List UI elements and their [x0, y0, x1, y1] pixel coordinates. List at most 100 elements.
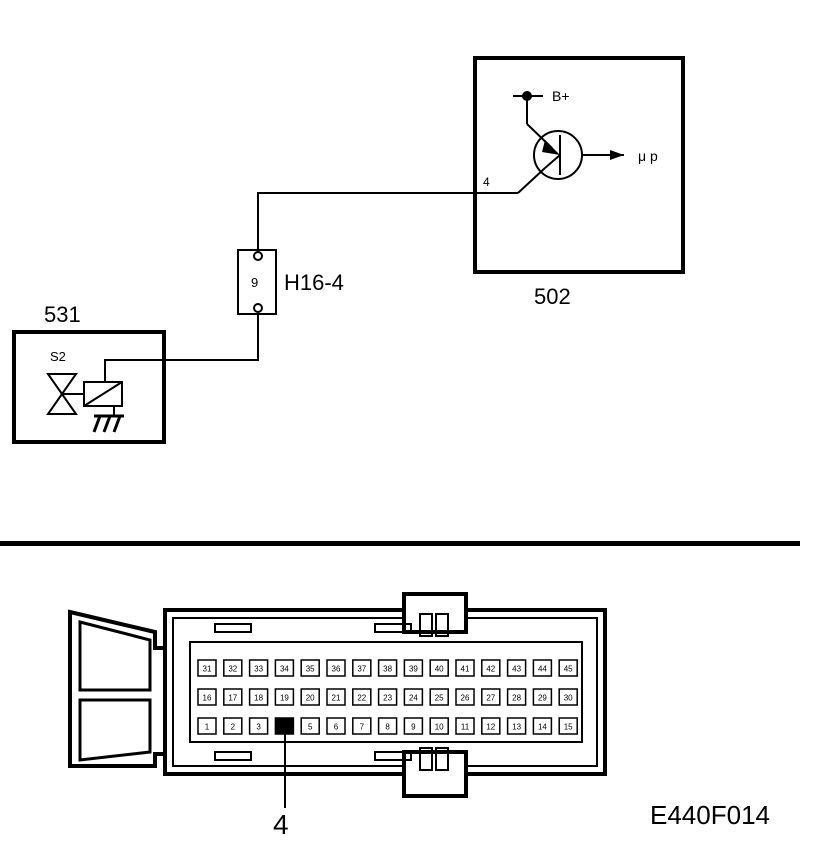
connector-pin-label: 6: [334, 723, 339, 732]
connector-pin-label: 2: [231, 723, 236, 732]
connector-pin-label: 18: [254, 694, 263, 703]
connector-pin-label: 5: [308, 723, 313, 732]
ecu-502: B+ μ p 4 502: [473, 56, 685, 309]
connector-pin: [197, 688, 217, 706]
solenoid-unit-id: 531: [44, 302, 81, 327]
connector-pin: [326, 688, 346, 706]
connector-block-id: H16-4: [284, 270, 344, 295]
connector-pin-label: 35: [306, 665, 315, 674]
connector-pin: [481, 659, 501, 677]
connector-pin-label: 23: [383, 694, 392, 703]
connector-pin-label: 32: [228, 665, 237, 674]
connector-pin-label: 11: [461, 723, 470, 732]
connector-pin: [300, 688, 320, 706]
connector-pin: [403, 688, 424, 706]
ground-icon: [92, 414, 124, 433]
connector-pin: [558, 659, 578, 677]
ecu-id-label: 502: [534, 284, 571, 309]
connector-pin-label: 33: [254, 665, 263, 674]
connector-pin-label: 39: [409, 665, 418, 674]
connector-pin-label: 34: [280, 665, 289, 674]
connector-pin: [352, 659, 372, 677]
connector-pin: [506, 688, 527, 706]
connector-pin: [352, 717, 372, 735]
connector-pin-label: 13: [512, 723, 521, 732]
connector-pin: [377, 717, 398, 735]
connector-pin: [429, 688, 449, 706]
connector-pin-label: 25: [435, 694, 444, 703]
pin-callout-label: 4: [273, 809, 289, 840]
connector-pin-label: 3: [256, 723, 261, 732]
connector-pin-label: 37: [357, 665, 366, 674]
connector-pin: [352, 688, 372, 706]
connector-pin: [506, 659, 527, 677]
connector-pin-label: 16: [203, 694, 212, 703]
supply-label: B+: [552, 88, 570, 104]
connector-pin: [197, 659, 217, 677]
connector-pin: [429, 717, 449, 735]
connector-pin: [274, 688, 295, 706]
connector-pin: [481, 688, 501, 706]
connector-pin: [197, 717, 217, 735]
connector-block-h16-4: 9 H16-4: [237, 249, 344, 315]
solenoid-unit-531: 531 S2: [12, 302, 166, 444]
connector-pin-label: 24: [409, 694, 418, 703]
connector-pin-label: 1: [205, 723, 210, 732]
connector-pin-label: 44: [538, 665, 547, 674]
connector-pin-label: 38: [383, 665, 392, 674]
connector-pin: [532, 717, 553, 735]
connector-pin: [326, 717, 346, 735]
connector-pin: [326, 659, 346, 677]
connector-pin: [455, 688, 475, 706]
connector-block-pin: 9: [251, 275, 258, 290]
connector-pin: [223, 688, 243, 706]
connector-pin: [377, 688, 398, 706]
connector-pin: [223, 717, 243, 735]
connector-pin-label: 43: [512, 665, 521, 674]
connector-pin-label: 9: [411, 723, 416, 732]
connector-pin-label: 7: [360, 723, 365, 732]
coil-icon: [83, 381, 123, 407]
connector-pin-label: 28: [512, 694, 521, 703]
connector-pin: [481, 717, 501, 735]
connector-pin: [455, 659, 475, 677]
connector-pin-label: 15: [564, 723, 573, 732]
connector-pin: [248, 717, 269, 735]
connector-pin: [455, 717, 475, 735]
connector-pin: [300, 659, 320, 677]
connector-pin-label: 22: [357, 694, 366, 703]
connector-pin-label: 26: [461, 694, 470, 703]
connector-pin: [223, 659, 243, 677]
connector-pin: [274, 659, 295, 677]
connector-pin-label: 8: [385, 723, 390, 732]
connector-pin: [558, 717, 578, 735]
section-divider: [0, 541, 800, 546]
connector-pin-label: 20: [306, 694, 315, 703]
ecu-pin-label: 4: [483, 175, 490, 189]
connector-pin-label: 42: [486, 665, 495, 674]
connector-pin: [248, 659, 269, 677]
connector-pin-label: 40: [435, 665, 444, 674]
connector-pin-label: 36: [332, 665, 341, 674]
connector-pin-label: 45: [564, 665, 573, 674]
connector-pin: [506, 717, 527, 735]
connector-pin: [532, 659, 553, 677]
figure-code: E440F014: [650, 800, 770, 830]
connector-pin: [248, 688, 269, 706]
connector-pin-label: 19: [280, 694, 289, 703]
connector-pin-label: 41: [461, 665, 470, 674]
wire-connector-to-solenoid: [104, 314, 259, 382]
connector-pin-label: 31: [203, 665, 212, 674]
connector-pin: [377, 659, 398, 677]
valve-label: S2: [50, 349, 66, 364]
connector-pin-label: 12: [486, 723, 495, 732]
connector-pin: [300, 717, 320, 735]
connector-pin-label: 29: [538, 694, 547, 703]
connector-pin-label: 17: [228, 694, 237, 703]
wire-ecu-to-connector: [257, 192, 518, 250]
connector-pin: [532, 688, 553, 706]
connector-pin-label: 27: [486, 694, 495, 703]
